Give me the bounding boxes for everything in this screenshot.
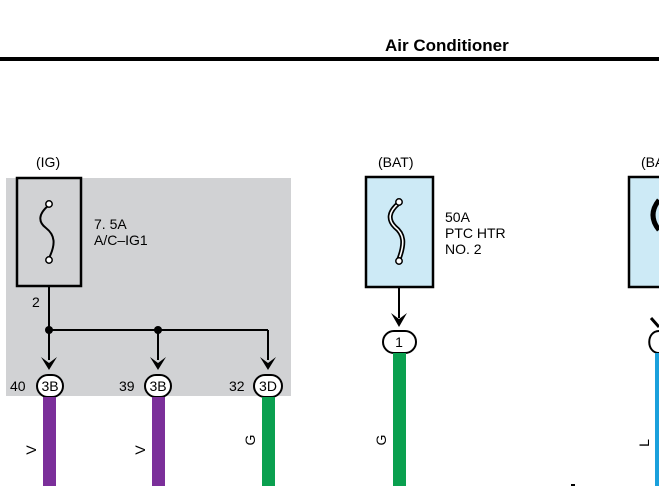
ig-branch-1: 3B 40 V <box>10 330 64 486</box>
arrow-down-icon <box>41 357 57 370</box>
ig-branch-3: 3D 32 G <box>229 330 283 486</box>
connector-pin: 32 <box>229 378 245 394</box>
wire-color-code: V <box>132 445 148 455</box>
wire-blue <box>655 353 659 486</box>
connector-pin: 39 <box>119 378 135 394</box>
stray-mark <box>571 484 575 486</box>
arrow-down-icon <box>260 357 276 370</box>
partial-fuse-box <box>627 175 659 289</box>
page-title: Air Conditioner <box>385 36 509 55</box>
partial-fuse-icon <box>650 198 659 232</box>
partial-circuit: (BA L <box>627 154 659 486</box>
ig-fuse-name: A/C–IG1 <box>94 232 148 248</box>
ig-branch-2: 3B 39 V <box>119 330 172 486</box>
bat-fuse-rating: 50A <box>445 209 471 225</box>
connector-code: 1 <box>395 334 403 350</box>
ig-circuit: (IG) 7. 5A A/C–IG1 2 3B 40 V <box>6 154 291 486</box>
bat-fuse-name-line2: NO. 2 <box>445 241 482 257</box>
wire-color-code: G <box>373 435 389 446</box>
ig-fuse-pin: 2 <box>32 294 40 310</box>
partial-source-label: (BA <box>641 154 659 170</box>
header-rule <box>0 57 659 61</box>
arrow-down-icon <box>391 313 407 327</box>
connector-badge <box>648 330 659 354</box>
bat-fuse-name-line1: PTC HTR <box>445 225 506 241</box>
wire-color-code: L <box>636 439 652 447</box>
bat-source-label: (BAT) <box>378 154 414 170</box>
wire-violet <box>152 397 165 486</box>
bat-circuit: (BAT) 50A PTC HTR NO. 2 1 G <box>364 154 506 486</box>
ig-fuse-rating: 7. 5A <box>94 216 127 232</box>
connector-code: 3D <box>259 378 277 394</box>
wire-green <box>262 397 275 486</box>
ig-source-label: (IG) <box>36 154 60 170</box>
connector-pin: 40 <box>10 378 26 394</box>
wire-color-code: G <box>242 435 258 446</box>
wire-green <box>393 353 406 486</box>
wire-violet <box>43 397 56 486</box>
arrow-down-icon <box>649 317 659 328</box>
wire-color-code: V <box>23 445 39 455</box>
connector-code: 3B <box>149 378 166 394</box>
arrow-down-icon <box>150 357 166 370</box>
ig-fuse-icon <box>39 200 55 264</box>
bat-fuse-icon <box>387 198 406 265</box>
connector-code: 3B <box>41 378 58 394</box>
